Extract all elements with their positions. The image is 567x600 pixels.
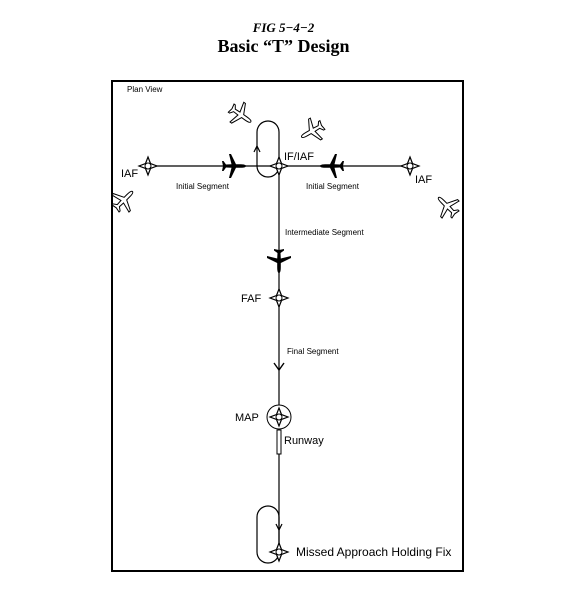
missed-approach-holding-fix-icon <box>269 542 289 562</box>
left-iaf-fix-icon <box>138 156 158 176</box>
plan-view-frame <box>111 80 464 572</box>
runway-label: Runway <box>284 435 324 447</box>
if-iaf-holding-pattern <box>256 120 280 178</box>
initial-segment-right-label: Initial Segment <box>306 182 360 191</box>
missed-holding-direction-arrow <box>275 523 283 531</box>
missed-approach-holding-fix-label: Missed Approach Holding Fix <box>296 545 451 559</box>
initial-segment-left-label: Initial Segment <box>176 182 230 191</box>
airplane-intermediate-icon <box>267 249 291 273</box>
plan-view-label: Plan View <box>127 85 163 94</box>
map-label: MAP <box>235 412 259 424</box>
figure-title: Basic “T” Design <box>217 36 350 56</box>
holding-direction-arrow <box>253 145 261 153</box>
left-iaf-label: IAF <box>121 168 138 180</box>
intermediate-segment-label: Intermediate Segment <box>285 228 364 237</box>
figure-number: FIG 5−4−2 <box>252 20 315 35</box>
faf-fix-icon <box>269 288 289 308</box>
airplane-left-inbound-icon <box>222 154 246 178</box>
airplane-outline-top-left-icon <box>223 97 259 133</box>
faf-label: FAF <box>241 293 261 305</box>
runway-icon <box>276 429 282 455</box>
right-iaf-label: IAF <box>415 174 432 186</box>
right-iaf-fix-icon <box>400 156 420 176</box>
final-segment-label: Final Segment <box>287 347 339 356</box>
airplane-right-inbound-icon <box>320 154 344 178</box>
missed-approach-holding-pattern <box>256 505 280 564</box>
if-iaf-label: IF/IAF <box>284 151 314 163</box>
airplane-outline-top-right-icon <box>295 114 329 148</box>
airplane-outline-right-icon <box>429 188 465 224</box>
